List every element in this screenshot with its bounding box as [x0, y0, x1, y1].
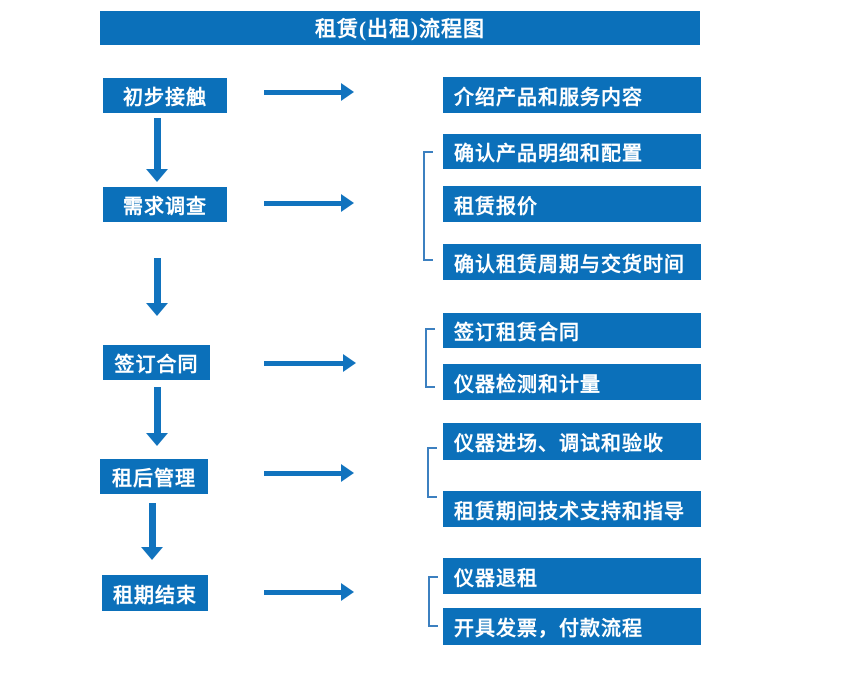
detail-box-introduce-products: 介绍产品和服务内容: [443, 77, 701, 113]
group-bracket-post-rental: [427, 447, 437, 498]
down-arrow-4-icon: [141, 503, 163, 560]
down-arrow-1-icon: [146, 118, 168, 182]
group-bracket-demand-survey: [423, 151, 433, 261]
detail-box-instrument-return: 仪器退租: [443, 558, 701, 594]
detail-box-rental-quote: 租赁报价: [443, 186, 701, 222]
page-title: 租赁(出租)流程图: [315, 17, 485, 41]
right-arrow-3-icon: [264, 354, 356, 372]
detail-box-tech-support: 租赁期间技术支持和指导: [443, 491, 701, 527]
step-box-demand-survey: 需求调查: [103, 187, 227, 222]
right-arrow-5-icon: [264, 583, 354, 601]
detail-box-invoice-payment: 开具发票，付款流程: [443, 608, 701, 645]
flowchart-title-bar: 租赁(出租)流程图: [100, 11, 700, 45]
group-bracket-sign-contract: [425, 328, 435, 388]
step-box-initial-contact: 初步接触: [103, 78, 227, 113]
right-arrow-4-icon: [264, 464, 354, 482]
right-arrow-1-icon: [264, 83, 354, 101]
down-arrow-3-icon: [146, 387, 168, 446]
step-box-post-rental-management: 租后管理: [100, 459, 208, 494]
detail-box-instrument-inspection: 仪器检测和计量: [443, 364, 701, 400]
step-box-rental-end: 租期结束: [102, 575, 208, 611]
down-arrow-2-icon: [146, 258, 168, 316]
detail-box-instrument-setup-acceptance: 仪器进场、调试和验收: [443, 423, 701, 460]
group-bracket-rental-end: [428, 576, 438, 627]
step-box-sign-contract: 签订合同: [103, 345, 210, 380]
right-arrow-2-icon: [264, 194, 354, 212]
detail-box-confirm-rental-period: 确认租赁周期与交货时间: [443, 244, 701, 280]
detail-box-sign-rental-contract: 签订租赁合同: [443, 313, 701, 348]
detail-box-confirm-product-details: 确认产品明细和配置: [443, 134, 701, 169]
